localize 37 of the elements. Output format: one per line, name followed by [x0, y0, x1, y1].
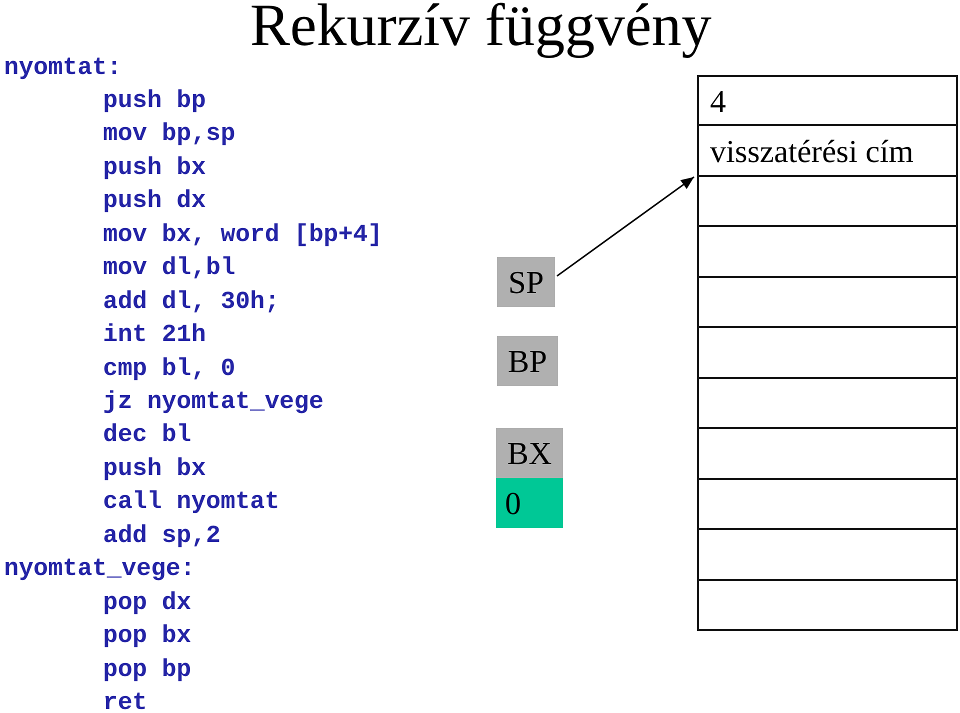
stack-slot	[697, 427, 958, 480]
code-line: call nyomtat	[103, 488, 280, 517]
code-label: nyomtat_vege:	[4, 555, 196, 584]
code-line: pop dx	[103, 589, 192, 618]
code-line: pop bx	[103, 622, 192, 651]
code-line: int 21h	[103, 321, 206, 350]
register-box: SP	[497, 257, 555, 307]
code-line: add sp,2	[103, 522, 221, 551]
stack-slot	[697, 377, 958, 429]
code-line: mov dl,bl	[103, 254, 236, 283]
code-line: pop bp	[103, 656, 192, 685]
stack-slot	[697, 276, 958, 328]
stack-slot	[697, 528, 958, 581]
code-line: jz nyomtat_vege	[103, 388, 324, 417]
stack-slot: visszatérési cím	[697, 124, 958, 177]
stack-slot: 4	[697, 75, 958, 126]
code-line: mov bp,sp	[103, 120, 236, 149]
register-value-box: 0	[496, 478, 563, 528]
code-line: add dl, 30h;	[103, 288, 280, 317]
stack-slot	[697, 225, 958, 278]
code-line: push bx	[103, 455, 206, 484]
code-line: dec bl	[103, 421, 192, 450]
register-box: BX	[496, 428, 563, 478]
code-line: ret	[103, 689, 148, 713]
register-box: BP	[497, 336, 558, 386]
pointer-arrow	[556, 176, 694, 277]
code-line: push bp	[103, 87, 206, 116]
stack-slot	[697, 326, 958, 379]
code-line: mov bx, word [bp+4]	[103, 221, 382, 250]
code-line: push dx	[103, 187, 206, 216]
slide-title: Rekurzív függvény	[250, 0, 712, 57]
stack-slot	[697, 175, 958, 227]
code-line: push bx	[103, 154, 206, 183]
code-label: nyomtat:	[4, 54, 122, 83]
stack-slot	[697, 579, 958, 631]
code-line: cmp bl, 0	[103, 355, 236, 384]
stack-slot	[697, 478, 958, 530]
